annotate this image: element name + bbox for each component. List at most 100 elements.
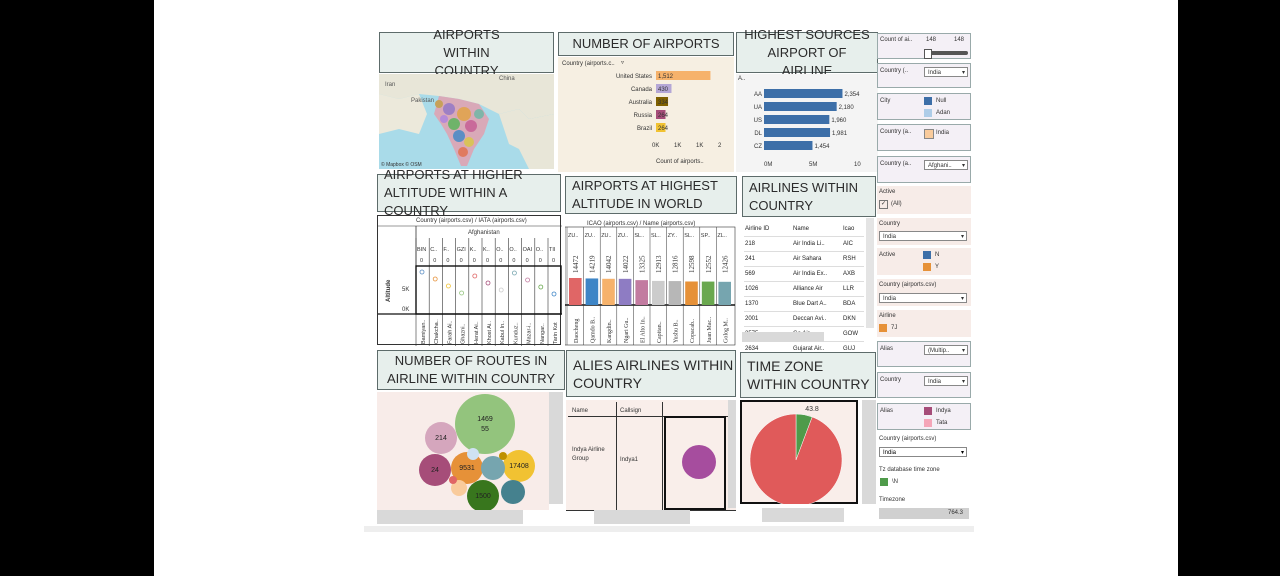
airlines-col-icao[interactable]: Icao xyxy=(843,226,855,232)
higher-alt-point[interactable] xyxy=(525,277,531,283)
timezone-hscroll[interactable] xyxy=(762,508,844,522)
routes-bubble[interactable] xyxy=(455,394,515,454)
filter-country-6[interactable]: Country India xyxy=(877,372,971,398)
world-alt-bar[interactable] xyxy=(618,278,632,305)
map-panel[interactable]: Iran China Pakistan © Mapbox © OSM xyxy=(379,74,554,169)
world-alt-bar[interactable] xyxy=(701,281,715,305)
alies-mark-box[interactable] xyxy=(664,416,726,510)
world-alt-bar[interactable] xyxy=(585,278,599,305)
filter-country-4-dropdown[interactable]: India xyxy=(879,231,967,242)
alies-circle[interactable] xyxy=(682,445,716,479)
filter-alias[interactable]: Alias (Multip.. xyxy=(877,341,971,367)
filter-country-7-dropdown[interactable]: India xyxy=(879,447,967,458)
filter-alias-2[interactable]: Alias Indya Tata xyxy=(877,403,971,430)
airline-7j-swatch[interactable] xyxy=(879,324,887,332)
routes-bubble[interactable] xyxy=(451,452,483,484)
filter-country-1-dropdown[interactable]: India xyxy=(924,67,968,78)
airlines-col-name[interactable]: Name xyxy=(793,226,810,232)
higher-alt-point[interactable] xyxy=(459,290,464,296)
filter-airline[interactable]: Airline 7J xyxy=(877,310,971,337)
filter-active-checkbox[interactable]: ✓ xyxy=(879,200,888,209)
active-y-swatch[interactable] xyxy=(923,263,931,271)
num-airports-bar[interactable] xyxy=(656,110,666,119)
timezone-panel[interactable]: 43.8 xyxy=(740,400,858,504)
higher-alt-point[interactable] xyxy=(538,284,544,290)
filter-country-3[interactable]: Country (a.. Afghani.. xyxy=(877,156,971,183)
filter-count-slider[interactable] xyxy=(924,49,968,59)
filter-country-4[interactable]: Country India xyxy=(877,218,971,245)
higher-alt-point[interactable] xyxy=(446,283,451,289)
world-alt-bar[interactable] xyxy=(602,278,615,305)
world-alt-bar[interactable] xyxy=(718,281,731,305)
routes-bubble[interactable] xyxy=(425,422,457,454)
routes-vscroll[interactable] xyxy=(549,392,563,504)
routes-bubble[interactable] xyxy=(449,476,457,484)
higher-alt-point[interactable] xyxy=(511,270,517,276)
higher-alt-point[interactable] xyxy=(432,276,438,282)
alies-vscroll[interactable] xyxy=(728,400,736,508)
filter-timezone-bar[interactable] xyxy=(879,508,969,519)
filter-country-1[interactable]: Country (.. India xyxy=(877,63,971,88)
city-null-swatch[interactable] xyxy=(924,97,932,105)
highest-sources-bar[interactable] xyxy=(764,115,830,124)
routes-bubble[interactable] xyxy=(503,450,535,482)
world-alt-bar[interactable] xyxy=(685,281,698,305)
higher-alt-point[interactable] xyxy=(419,269,425,275)
routes-bubble[interactable] xyxy=(451,480,467,496)
active-n-swatch[interactable] xyxy=(923,251,931,259)
airlines-scrollbar[interactable] xyxy=(742,332,824,342)
filter-icon[interactable]: ▿ xyxy=(621,60,625,66)
india-map[interactable]: Iran China Pakistan © Mapbox © OSM xyxy=(379,74,554,169)
tz-n-swatch[interactable] xyxy=(880,478,888,486)
india-regions[interactable] xyxy=(434,96,489,166)
num-airports-bar[interactable] xyxy=(656,123,666,132)
alias-indya-swatch[interactable] xyxy=(924,407,932,415)
filter-country-2[interactable]: Country (a.. India xyxy=(877,124,971,151)
filter-alias-dropdown[interactable]: (Multip.. xyxy=(924,345,968,356)
filter-active[interactable]: Active ✓ (All) xyxy=(877,186,971,214)
world-alt-bar[interactable] xyxy=(652,280,665,305)
timezone-pie-slice[interactable] xyxy=(749,413,843,504)
num-airports-bar[interactable] xyxy=(656,71,711,80)
alias-tata-swatch[interactable] xyxy=(924,419,932,427)
timezone-vscroll[interactable] xyxy=(862,400,876,504)
higher-alt-point[interactable] xyxy=(472,273,478,279)
routes-bubble[interactable] xyxy=(419,454,451,486)
airlines-vscroll[interactable] xyxy=(866,218,874,328)
filter-city[interactable]: City Null Adan xyxy=(877,93,971,120)
higher-altitude-panel[interactable]: Country (airports.csv) / IATA (airports.… xyxy=(377,215,562,346)
highest-sources-bar[interactable] xyxy=(764,141,813,150)
city-adan-swatch[interactable] xyxy=(924,109,932,117)
world-alt-bar[interactable] xyxy=(635,280,648,305)
routes-bubble[interactable] xyxy=(501,480,525,504)
filter-country-6-dropdown[interactable]: India xyxy=(924,376,968,387)
highest-sources-bar[interactable] xyxy=(764,89,843,98)
airlines-col-id[interactable]: Airline ID xyxy=(745,226,770,232)
routes-bubble[interactable] xyxy=(467,448,479,460)
filter-count[interactable]: Count of ai.. 148 148 xyxy=(877,33,971,59)
highest-sources-bar[interactable] xyxy=(764,128,831,137)
alies-col-callsign[interactable]: Callsign xyxy=(620,408,642,414)
routes-bubble[interactable] xyxy=(481,456,505,480)
world-altitude-panel[interactable]: ICAO (airports.csv) / Name (airports.csv… xyxy=(565,217,737,347)
routes-hscroll[interactable] xyxy=(377,510,523,524)
num-airports-bar[interactable] xyxy=(656,84,672,93)
filter-active-2[interactable]: Active N Y xyxy=(877,248,971,275)
alies-col-name[interactable]: Name xyxy=(572,408,589,414)
world-alt-bar[interactable] xyxy=(668,281,682,305)
routes-bubble[interactable] xyxy=(467,480,499,510)
highest-sources-bar[interactable] xyxy=(764,102,837,111)
